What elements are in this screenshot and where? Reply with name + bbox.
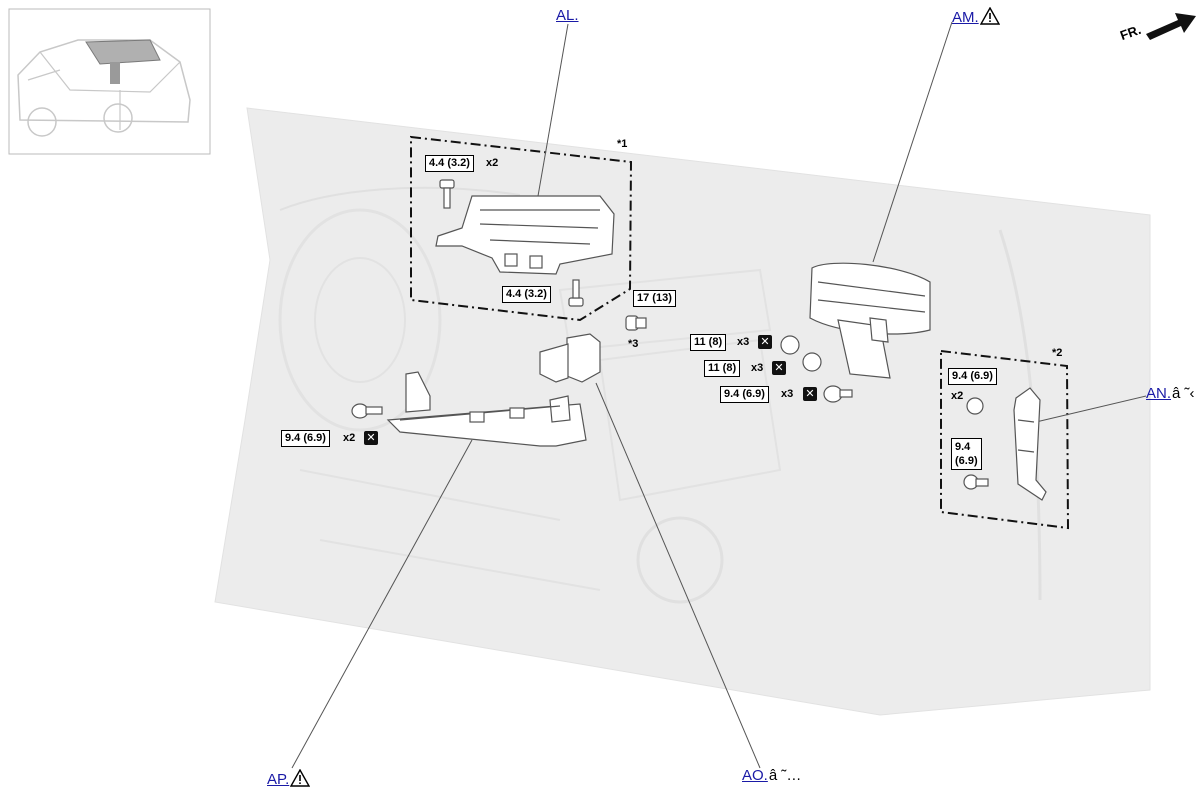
torque-label-7: 9.4 (6.9): [281, 430, 330, 447]
x-box-icon: ✕: [364, 431, 378, 445]
callout-ao-tail: â ˜…: [768, 767, 802, 784]
torque-label-8: 9.4 (6.9): [948, 368, 997, 385]
note-star1: *1: [617, 138, 628, 150]
quantity-x3-1: x3: [737, 336, 750, 348]
torque-label-5: 11 (8): [704, 360, 741, 377]
bolt-group-1-bottom: [568, 279, 584, 307]
callout-am[interactable]: AM.: [952, 7, 1000, 26]
torque-label-3: 17 (13): [633, 290, 676, 307]
warning-triangle-icon: [979, 7, 1000, 25]
bolt-lower-left: [351, 403, 383, 419]
callout-an[interactable]: AN.â ˜‹: [1146, 385, 1195, 402]
callout-ao[interactable]: AO.â ˜…: [742, 767, 801, 784]
x-box-icon: ✕: [803, 387, 817, 401]
nuts-right-group: [780, 335, 853, 403]
callout-ap-label[interactable]: AP.: [267, 771, 290, 788]
front-direction-indicator: FR.: [1118, 8, 1198, 48]
x-box-icon: ✕: [772, 361, 786, 375]
side-module-component: [1013, 387, 1047, 501]
callout-an-tail: â ˜‹: [1172, 385, 1195, 402]
torque-label-2: 4.4 (3.2): [502, 286, 551, 303]
note-star3: *3: [628, 338, 639, 350]
front-arrow-icon: [1146, 13, 1196, 40]
group-box-1: [410, 135, 633, 322]
lower-bracket-component: [386, 371, 587, 447]
torque-label-6: 9.4 (6.9): [720, 386, 769, 403]
quantity-x3-2: x3: [751, 362, 764, 374]
nut-star3: [625, 315, 647, 331]
torque-label-1: 4.4 (3.2): [425, 155, 474, 172]
callout-ao-label[interactable]: AO.: [742, 767, 768, 784]
upper-right-module: [809, 262, 931, 379]
group-box-2: [940, 349, 1070, 530]
quantity-x2-3: x2: [951, 390, 964, 402]
leader-lines: [291, 21, 1147, 769]
callout-al-label[interactable]: AL.: [556, 7, 579, 24]
upper-bracket-component: [435, 195, 615, 275]
quantity-x2-2: x2: [343, 432, 356, 444]
quantity-x2-1: x2: [486, 157, 499, 169]
callout-al[interactable]: AL.: [556, 7, 579, 24]
x-box-icon: ✕: [758, 335, 772, 349]
nut-group-2: [963, 397, 989, 490]
torque-label-9-imperial: (6.9): [955, 455, 978, 467]
callout-an-label[interactable]: AN.: [1146, 385, 1172, 402]
note-star2: *2: [1052, 347, 1063, 359]
warning-triangle-icon: [290, 769, 311, 787]
torque-label-4: 11 (8): [690, 334, 727, 351]
bolt-group-1-top: [439, 179, 455, 209]
torque-label-9: 9.4 (6.9): [951, 438, 982, 470]
vehicle-locator-inset: [8, 8, 211, 155]
quantity-x3-3: x3: [781, 388, 794, 400]
small-bracket-component: [539, 333, 601, 383]
torque-label-9-value: 9.4: [955, 441, 971, 453]
callout-ap[interactable]: AP.: [267, 769, 311, 788]
callout-am-label[interactable]: AM.: [952, 9, 979, 26]
